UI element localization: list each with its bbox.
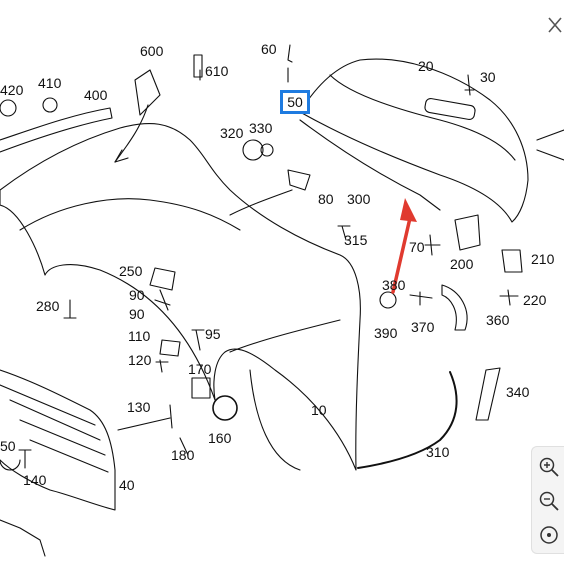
part-label-95: 95 xyxy=(205,326,221,342)
part-label-390: 390 xyxy=(374,325,398,341)
red-indicator-arrow xyxy=(391,198,417,294)
part-label-340: 340 xyxy=(506,384,530,400)
reset-zoom-icon xyxy=(540,526,558,544)
part-label-250: 250 xyxy=(119,263,143,279)
trim-strip xyxy=(357,371,458,469)
part-label-160: 160 xyxy=(208,430,232,446)
part-label-360: 360 xyxy=(486,312,510,328)
part-label-420: 420 xyxy=(0,82,24,98)
part-label-380: 380 xyxy=(382,277,406,293)
part-label-20: 20 xyxy=(418,58,434,74)
part-label-315: 315 xyxy=(344,232,368,248)
zoom-out-icon xyxy=(539,491,559,511)
part-label-210: 210 xyxy=(531,251,555,267)
reset-zoom-button[interactable] xyxy=(536,521,562,549)
close-button[interactable] xyxy=(545,14,563,36)
zoom-in-button[interactable] xyxy=(536,453,562,481)
highlighted-part-label-50[interactable]: 50 xyxy=(280,90,310,114)
bumper-cover-outline xyxy=(0,123,361,471)
part-label-40: 40 xyxy=(119,477,135,493)
zoom-out-button[interactable] xyxy=(536,487,562,515)
part-label-370: 370 xyxy=(411,319,435,335)
diffuser-outline xyxy=(299,58,529,223)
part-label-180: 180 xyxy=(171,447,195,463)
part-label-70: 70 xyxy=(409,239,425,255)
part-label-310: 310 xyxy=(426,444,450,460)
part-label-300: 300 xyxy=(347,191,371,207)
part-label-330: 330 xyxy=(249,120,273,136)
part-label-220: 220 xyxy=(523,292,547,308)
close-icon xyxy=(548,17,562,33)
part-label-410: 410 xyxy=(38,75,62,91)
part-label-60: 60 xyxy=(261,41,277,57)
part-label-200: 200 xyxy=(450,256,474,272)
part-label-130: 130 xyxy=(127,399,151,415)
part-label-140: 140 xyxy=(23,472,47,488)
zoom-controls xyxy=(531,446,564,554)
part-label-90-a: 90 xyxy=(129,287,145,303)
zoom-in-icon xyxy=(539,457,559,477)
part-label-120: 120 xyxy=(128,352,152,368)
part-label-170: 170 xyxy=(188,361,212,377)
part-label-320: 320 xyxy=(220,125,244,141)
part-label-400: 400 xyxy=(84,87,108,103)
part-label-80: 80 xyxy=(318,191,334,207)
part-label-10: 10 xyxy=(311,402,327,418)
part-label-110: 110 xyxy=(128,328,151,344)
part-label-600: 600 xyxy=(140,43,164,59)
part-label-610: 610 xyxy=(205,63,229,79)
part-label-90-b: 90 xyxy=(129,306,145,322)
part-label-50-lower: 50 xyxy=(0,438,16,454)
part-label-280: 280 xyxy=(36,298,60,314)
part-label-30: 30 xyxy=(480,69,496,85)
